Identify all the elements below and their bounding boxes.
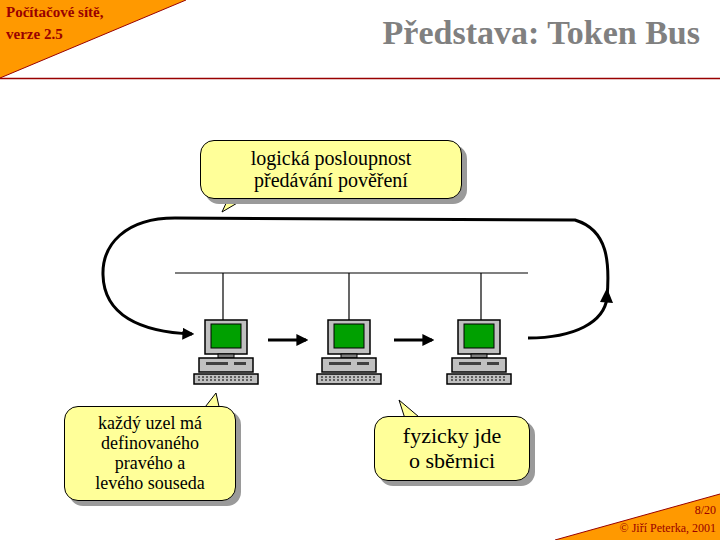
bus-line — [175, 272, 528, 273]
computer-icon — [317, 320, 381, 384]
computer-icon — [447, 320, 511, 384]
callout-box: každý uzel má definovaného pravého a lev… — [64, 406, 236, 501]
callout-text: každý uzel má definovaného pravého a lev… — [75, 413, 225, 494]
callout-box: fyzicky jde o sběrnici — [374, 416, 530, 481]
header-rule — [0, 78, 720, 80]
token-loop — [103, 218, 608, 338]
callout-box: logická posloupnost předávání pověření — [200, 140, 462, 199]
slide-title: Představa: Token Bus — [383, 14, 700, 52]
course-name: Počítačové sítě, verze 2.5 — [6, 2, 134, 46]
loop-head — [600, 288, 613, 303]
bus-drop — [222, 273, 223, 320]
corner-band — [0, 0, 186, 78]
callout-text: fyzicky jde o sběrnici — [389, 424, 515, 473]
pass-arrow — [268, 339, 306, 342]
bus-drop — [480, 273, 481, 320]
pass-arrow — [394, 339, 432, 342]
corner-edge — [0, 0, 186, 78]
bus-drop — [348, 273, 349, 320]
footer-note: 8/20 — [516, 502, 716, 519]
footer-note: © Jiří Peterka, 2001 — [516, 520, 716, 537]
computer-icon — [194, 320, 258, 384]
callout-text: logická posloupnost předávání pověření — [213, 147, 449, 192]
